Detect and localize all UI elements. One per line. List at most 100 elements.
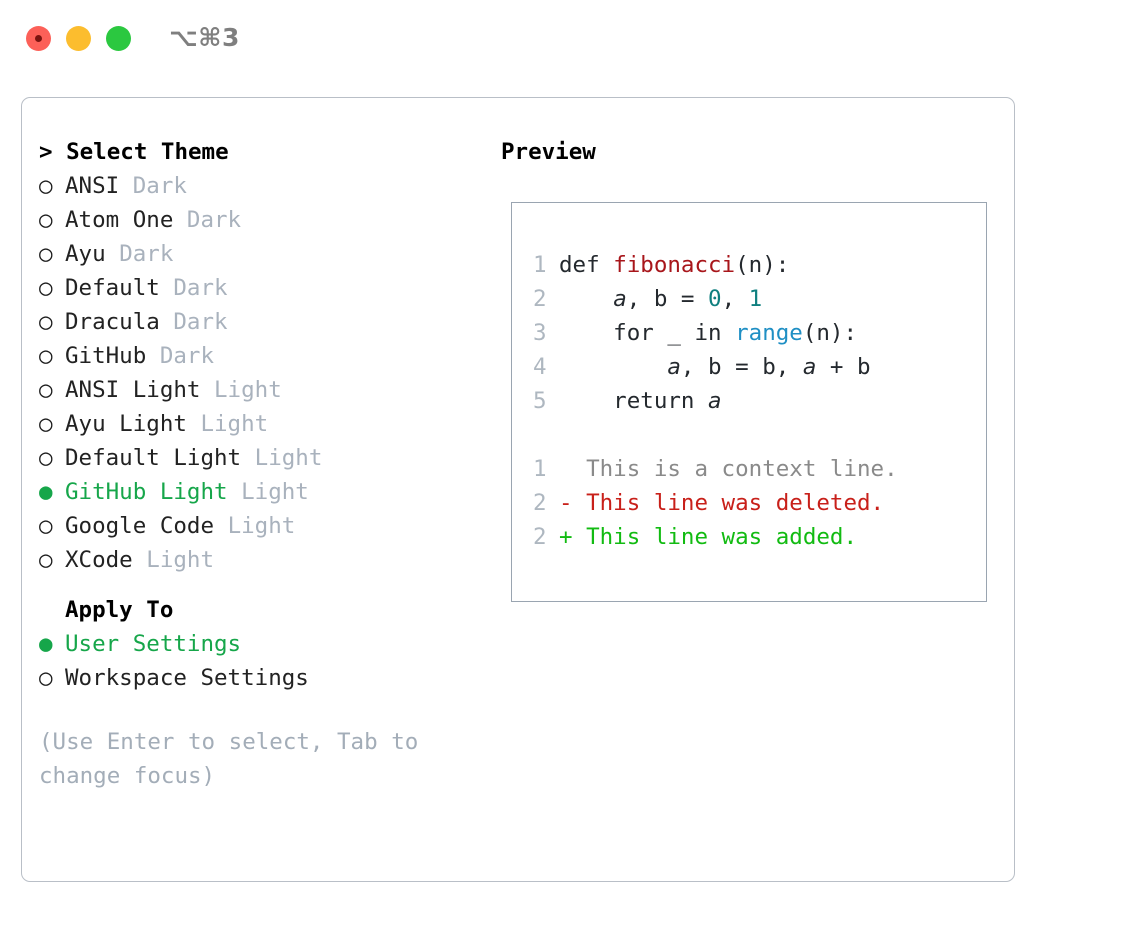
radio-unselected-icon[interactable]: ○ bbox=[39, 343, 53, 369]
theme-item-label: Default Light bbox=[65, 445, 242, 471]
diff-text: This line was added. bbox=[572, 524, 858, 550]
theme-item-label: XCode bbox=[65, 547, 133, 573]
apply-to-section: Apply To bbox=[39, 593, 509, 627]
radio-unselected-icon[interactable]: ○ bbox=[39, 411, 53, 437]
main-panel: > Select Theme ○ANSI Dark○Atom One Dark○… bbox=[21, 97, 1015, 882]
select-theme-header: > Select Theme bbox=[39, 139, 229, 165]
theme-variant-tag: Dark bbox=[186, 207, 242, 233]
code-token: a bbox=[708, 388, 722, 414]
code-token: , bbox=[721, 286, 749, 312]
code-token: def bbox=[559, 252, 614, 278]
theme-item-label: ANSI Light bbox=[65, 377, 201, 403]
radio-unselected-icon[interactable]: ○ bbox=[39, 207, 53, 233]
apply-to-item[interactable]: ●User Settings bbox=[39, 627, 509, 661]
spacer bbox=[133, 547, 147, 573]
radio-unselected-icon[interactable]: ○ bbox=[39, 377, 53, 403]
spacer bbox=[187, 411, 201, 437]
theme-variant-tag: Light bbox=[254, 445, 323, 471]
radio-unselected-icon[interactable]: ○ bbox=[39, 547, 53, 573]
radio-selected-icon[interactable]: ● bbox=[39, 631, 53, 657]
theme-item-label: GitHub Light bbox=[65, 479, 228, 505]
spacer bbox=[39, 577, 509, 593]
radio-unselected-icon[interactable]: ○ bbox=[39, 275, 53, 301]
maximize-window-button[interactable] bbox=[106, 26, 131, 51]
code-token: range bbox=[735, 320, 803, 346]
theme-picker-column: > Select Theme ○ANSI Dark○Atom One Dark○… bbox=[39, 135, 509, 793]
apply-to-list[interactable]: ●User Settings ○ Workspace Settings bbox=[39, 627, 509, 695]
code-token: , b = bbox=[626, 286, 709, 312]
theme-item[interactable]: ○ Ayu Dark bbox=[39, 237, 509, 271]
spacer bbox=[119, 173, 133, 199]
radio-unselected-icon[interactable]: ○ bbox=[39, 173, 53, 199]
radio-selected-icon[interactable]: ● bbox=[39, 479, 53, 505]
diff-line: 2+ This line was added. bbox=[533, 520, 898, 554]
code-token: (n): bbox=[735, 252, 790, 278]
code-line: 3 for _ in range(n): bbox=[533, 316, 898, 350]
apply-to-item[interactable]: ○ Workspace Settings bbox=[39, 661, 509, 695]
spacer bbox=[106, 241, 120, 267]
code-token: 1 bbox=[748, 286, 763, 312]
radio-unselected-icon[interactable]: ○ bbox=[39, 513, 53, 539]
diff-text: This is a context line. bbox=[572, 456, 898, 482]
radio-unselected-icon[interactable]: ○ bbox=[39, 309, 53, 335]
theme-list[interactable]: ○ANSI Dark○Atom One Dark○Ayu Dark○Defaul… bbox=[39, 169, 509, 577]
diff-line-number: 2 bbox=[533, 490, 547, 516]
theme-item-label: Default bbox=[65, 275, 160, 301]
keyboard-hint-text: (Use Enter to select, Tab to change focu… bbox=[39, 729, 419, 789]
code-token: 0 bbox=[708, 286, 722, 312]
code-token bbox=[559, 354, 667, 380]
code-token bbox=[559, 286, 613, 312]
diff-marker: + bbox=[559, 524, 573, 550]
theme-item[interactable]: ○Ayu Light Light bbox=[39, 407, 509, 441]
close-window-button[interactable] bbox=[26, 26, 51, 51]
theme-item[interactable]: ○ GitHub Dark bbox=[39, 339, 509, 373]
theme-variant-tag: Dark bbox=[119, 241, 174, 267]
theme-variant-tag: Dark bbox=[132, 173, 187, 199]
theme-item[interactable]: ○ Default Light Light bbox=[39, 441, 509, 475]
code-line-number: 1 bbox=[533, 252, 547, 278]
code-token: a bbox=[802, 354, 817, 380]
diff-text: This line was deleted. bbox=[572, 490, 885, 516]
code-token: , b = b, bbox=[680, 354, 803, 380]
spacer bbox=[160, 309, 174, 335]
code-line-number: 4 bbox=[533, 354, 547, 380]
theme-item[interactable]: ●GitHub Light Light bbox=[39, 475, 509, 509]
theme-item[interactable]: ○Atom One Dark bbox=[39, 203, 509, 237]
spacer bbox=[241, 445, 255, 471]
theme-item[interactable]: ○ ANSI Light Light bbox=[39, 373, 509, 407]
theme-variant-tag: Light bbox=[227, 513, 296, 539]
code-token: for _ in bbox=[559, 320, 736, 346]
spacer bbox=[160, 275, 174, 301]
code-line: 5 return a bbox=[533, 384, 898, 418]
theme-item[interactable]: ○Default Dark bbox=[39, 271, 509, 305]
minimize-window-button[interactable] bbox=[66, 26, 91, 51]
spacer bbox=[214, 513, 228, 539]
spacer bbox=[146, 343, 160, 369]
code-token: + b bbox=[816, 354, 871, 380]
theme-item[interactable]: ○ANSI Dark bbox=[39, 169, 509, 203]
theme-variant-tag: Dark bbox=[159, 343, 215, 369]
diff-line-number: 1 bbox=[533, 456, 547, 482]
theme-variant-tag: Light bbox=[214, 377, 282, 403]
code-line: 4 a, b = b, a + b bbox=[533, 350, 898, 384]
preview-title: Preview bbox=[501, 139, 596, 165]
code-line-number: 3 bbox=[533, 320, 547, 346]
apply-to-item-label: Workspace Settings bbox=[65, 665, 309, 691]
code-token: a bbox=[667, 354, 681, 380]
theme-item-label: Ayu bbox=[65, 241, 106, 267]
spacer bbox=[173, 207, 187, 233]
theme-item[interactable]: ○Google Code Light bbox=[39, 509, 509, 543]
theme-variant-tag: Light bbox=[200, 411, 269, 437]
radio-unselected-icon[interactable]: ○ bbox=[39, 445, 53, 471]
radio-unselected-icon[interactable]: ○ bbox=[39, 665, 53, 691]
theme-variant-tag: Dark bbox=[173, 309, 228, 335]
radio-unselected-icon[interactable]: ○ bbox=[39, 241, 53, 267]
theme-item[interactable]: ○XCode Light bbox=[39, 543, 509, 577]
code-line: 2 a, b = 0, 1 bbox=[533, 282, 898, 316]
theme-item-label: GitHub bbox=[65, 343, 147, 369]
theme-item[interactable]: ○Dracula Dark bbox=[39, 305, 509, 339]
